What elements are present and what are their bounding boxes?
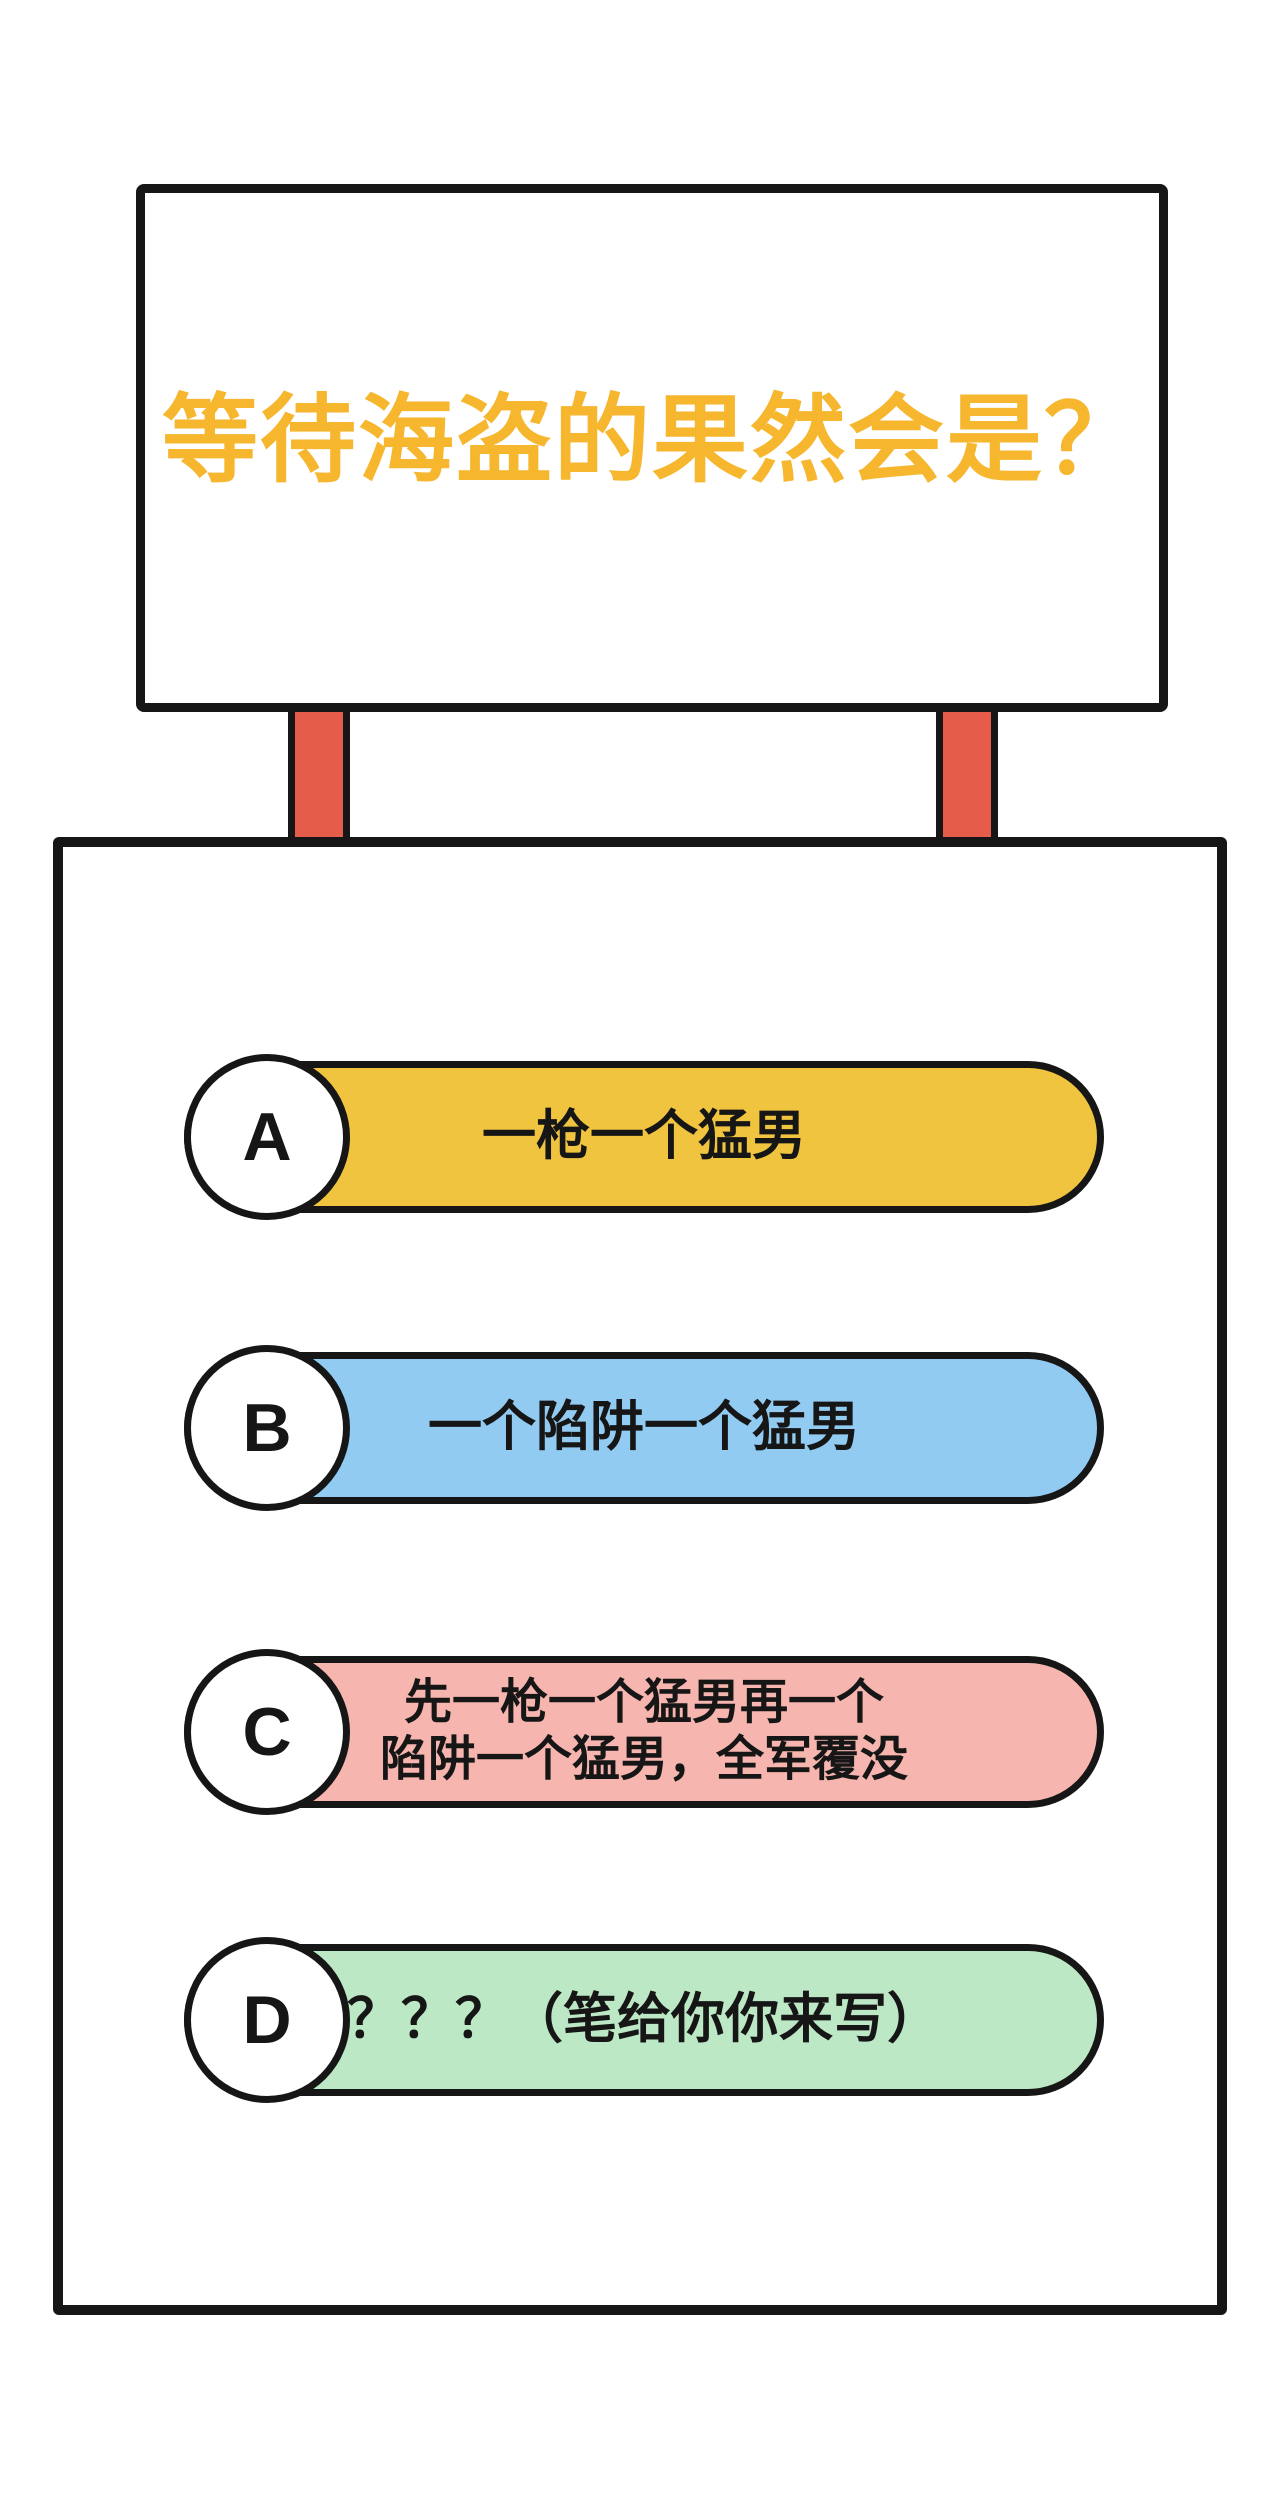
- option-b-letter: B: [242, 1390, 292, 1466]
- option-b-letter-badge: B: [184, 1345, 350, 1511]
- option-c-letter: C: [242, 1694, 292, 1770]
- option-d-pill[interactable]: ？？？（笔给你你来写）: [184, 1944, 1104, 2096]
- option-c-pill[interactable]: 先一枪一个猛男再一个 陷阱一个猛男，全军覆没: [184, 1656, 1104, 1808]
- sign-post-left: [288, 700, 350, 850]
- option-c-letter-badge: C: [184, 1649, 350, 1815]
- sign-post-right: [936, 700, 998, 850]
- question-title-art: 等待海盗的果然会是？: [155, 380, 1147, 501]
- question-title: 等待海盗的果然会是？: [162, 387, 1142, 494]
- option-b-text: 一个陷阱一个猛男: [428, 1397, 860, 1458]
- option-d-text: ？？？（笔给你你来写）: [347, 1989, 941, 2050]
- option-c-text-line2: 陷阱一个猛男，全军覆没: [379, 1733, 908, 1786]
- option-d-letter-badge: D: [184, 1937, 350, 2103]
- option-a-text: 一枪一个猛男: [482, 1106, 806, 1167]
- option-d-letter: D: [242, 1982, 292, 2058]
- question-sign: 等待海盗的果然会是？: [136, 184, 1168, 712]
- option-a-letter-badge: A: [184, 1054, 350, 1220]
- option-c-text: 先一枪一个猛男再一个: [403, 1676, 884, 1730]
- option-a-letter: A: [242, 1099, 292, 1175]
